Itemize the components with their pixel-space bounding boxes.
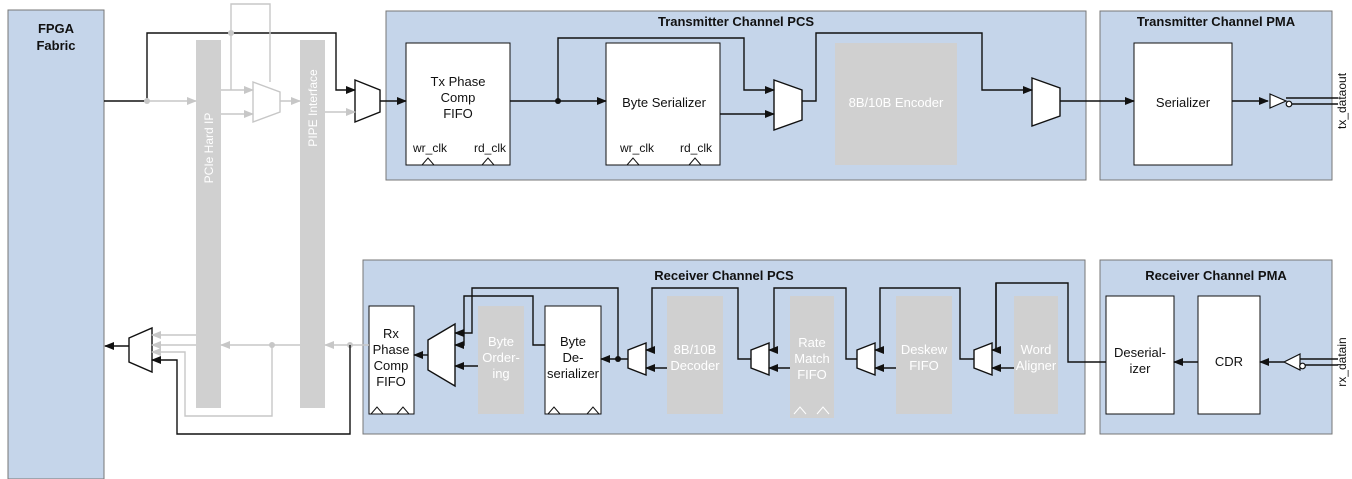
tx-pcie-wire-e — [230, 3, 271, 82]
deserializer-line-2: izer — [1130, 361, 1152, 376]
rx-phase-comp-fifo — [368, 305, 415, 415]
tx-entry-mux — [354, 78, 381, 124]
rx-fifo-clk-triangle-1 — [370, 406, 384, 415]
pipe-interface-bar — [300, 40, 325, 408]
tx-fifo-rd-clk-triangle — [481, 157, 495, 166]
byte-deserializer-block — [544, 305, 602, 415]
pcie-hard-ip-label: PCIe Hard IP — [202, 113, 216, 184]
tx-phase-fifo-line-1: Tx Phase — [431, 74, 486, 89]
tx-phase-comp-fifo — [405, 42, 511, 166]
rx-pipe-loop — [151, 345, 273, 417]
rx-datain-pin-label: rx_datain — [1335, 337, 1349, 386]
pipe-interface-label: PIPE Interface — [306, 69, 320, 147]
rx-aligner-bypass-mux — [973, 341, 993, 377]
serializer-label: Serializer — [1156, 95, 1211, 110]
byte-deser-line-1: Byte — [560, 334, 586, 349]
tx-fabric-bypass-wire — [104, 32, 356, 102]
rx-decoder-bypass-mux — [627, 341, 647, 377]
byte-ordering-block — [478, 306, 524, 414]
rx-aligner-bypass-in — [991, 283, 1001, 354]
rx-fifo-clk-triangle-2 — [396, 406, 410, 415]
byte-deser-line-3: serializer — [547, 366, 600, 381]
tx-fifo-wr-clk-triangle — [421, 157, 435, 166]
decoder-line-2: Decoder — [670, 358, 720, 373]
deserializer-line-1: Deserial- — [1114, 345, 1166, 360]
rx-pcs-title: Receiver Channel PCS — [654, 268, 794, 283]
tx-dataout-pin-label: tx_dataout — [1335, 72, 1349, 129]
byte-ordering-line-1: Byte — [488, 334, 514, 349]
rx-deskew-mux-out — [768, 287, 857, 360]
tx-buffer-bubble — [1285, 100, 1293, 108]
tx-fifo-wr-clk: wr_clk — [412, 141, 448, 155]
tx-gray-mux — [252, 80, 281, 124]
byte-serializer-block — [605, 42, 721, 166]
byte-ser-wr-clk-triangle — [626, 157, 640, 166]
encoder-8b10b-block — [835, 43, 957, 165]
tx-output-mux — [1031, 77, 1061, 127]
fpga-fabric-label-2: Fabric — [36, 38, 75, 53]
byte-serializer-label: Byte Serializer — [622, 95, 706, 110]
byte-ordering-line-3: ing — [492, 366, 509, 381]
rx-ratematch-mux-out — [645, 287, 751, 360]
tx-phase-fifo-line-2: Comp — [441, 90, 476, 105]
rx-byte-order-mux — [427, 322, 456, 388]
fpga-rx-mux — [128, 326, 153, 374]
tx-pma-title: Transmitter Channel PMA — [1137, 14, 1296, 29]
tx-pcs-title: Transmitter Channel PCS — [658, 14, 814, 29]
rx-input-buffer — [1282, 353, 1301, 371]
rate-match-line-3: FIFO — [797, 367, 827, 382]
deskew-fifo-block — [896, 296, 952, 414]
rx-phase-fifo-line-2: Phase — [373, 342, 410, 357]
tx-output-buffer — [1269, 93, 1288, 109]
cdr-label: CDR — [1215, 354, 1243, 369]
tx-junction-fabric — [144, 98, 150, 104]
rx-deskew-bypass-mux — [856, 341, 876, 377]
rx-byte-deser-to-mux — [454, 295, 545, 349]
rx-buffer-bubble — [1299, 362, 1306, 370]
cdr-block — [1197, 295, 1261, 415]
rate-match-clk-triangle-2 — [816, 406, 830, 415]
tx-phase-fifo-line-3: FIFO — [443, 106, 473, 121]
byte-ordering-line-2: Order- — [482, 350, 520, 365]
rx-pcs-panel — [362, 259, 1086, 435]
word-aligner-line-1: Word — [1021, 342, 1052, 357]
decoder-8b10b-block — [667, 296, 723, 414]
deskew-line-2: FIFO — [909, 358, 939, 373]
tx-mux-to-encoder-bypass — [802, 32, 1033, 102]
decoder-line-1: 8B/10B — [674, 342, 717, 357]
rx-phase-fifo-line-4: FIFO — [376, 374, 406, 389]
deskew-line-1: Deskew — [901, 342, 948, 357]
rx-phase-fifo-line-1: Rx — [383, 326, 399, 341]
byte-ser-wr-clk: wr_clk — [619, 141, 655, 155]
rate-match-line-2: Match — [794, 351, 829, 366]
rx-deser-bypass — [454, 287, 619, 359]
fpga-fabric-panel — [7, 9, 105, 479]
encoder-8b10b-label: 8B/10B Encoder — [849, 95, 944, 110]
byte-deser-clk-triangle-1 — [547, 406, 561, 415]
tx-serializer-bypass — [557, 37, 775, 101]
rate-match-line-1: Rate — [798, 335, 825, 350]
rate-match-fifo-block — [790, 296, 834, 418]
rx-phase-fifo-line-3: Comp — [374, 358, 409, 373]
word-aligner-line-2: Aligner — [1016, 358, 1057, 373]
serializer-block — [1133, 42, 1233, 166]
rx-pma-title: Receiver Channel PMA — [1145, 268, 1287, 283]
byte-deser-line-2: De- — [563, 350, 584, 365]
tx-fifo-rd-clk: rd_clk — [474, 141, 507, 155]
rate-match-clk-triangle-1 — [793, 406, 807, 415]
deserializer-block — [1105, 295, 1175, 415]
rx-aligner-mux-out — [874, 287, 974, 360]
fpga-fabric-label-1: FPGA — [38, 21, 75, 36]
rx-rate-match-bypass-mux — [750, 341, 770, 377]
rx-fifo-bypass-black — [151, 345, 351, 435]
byte-ser-rd-clk: rd_clk — [680, 141, 713, 155]
byte-deser-clk-triangle-2 — [586, 406, 600, 415]
byte-ser-rd-clk-triangle — [688, 157, 702, 166]
word-aligner-block — [1014, 296, 1058, 414]
pcie-hard-ip-bar — [196, 40, 221, 408]
